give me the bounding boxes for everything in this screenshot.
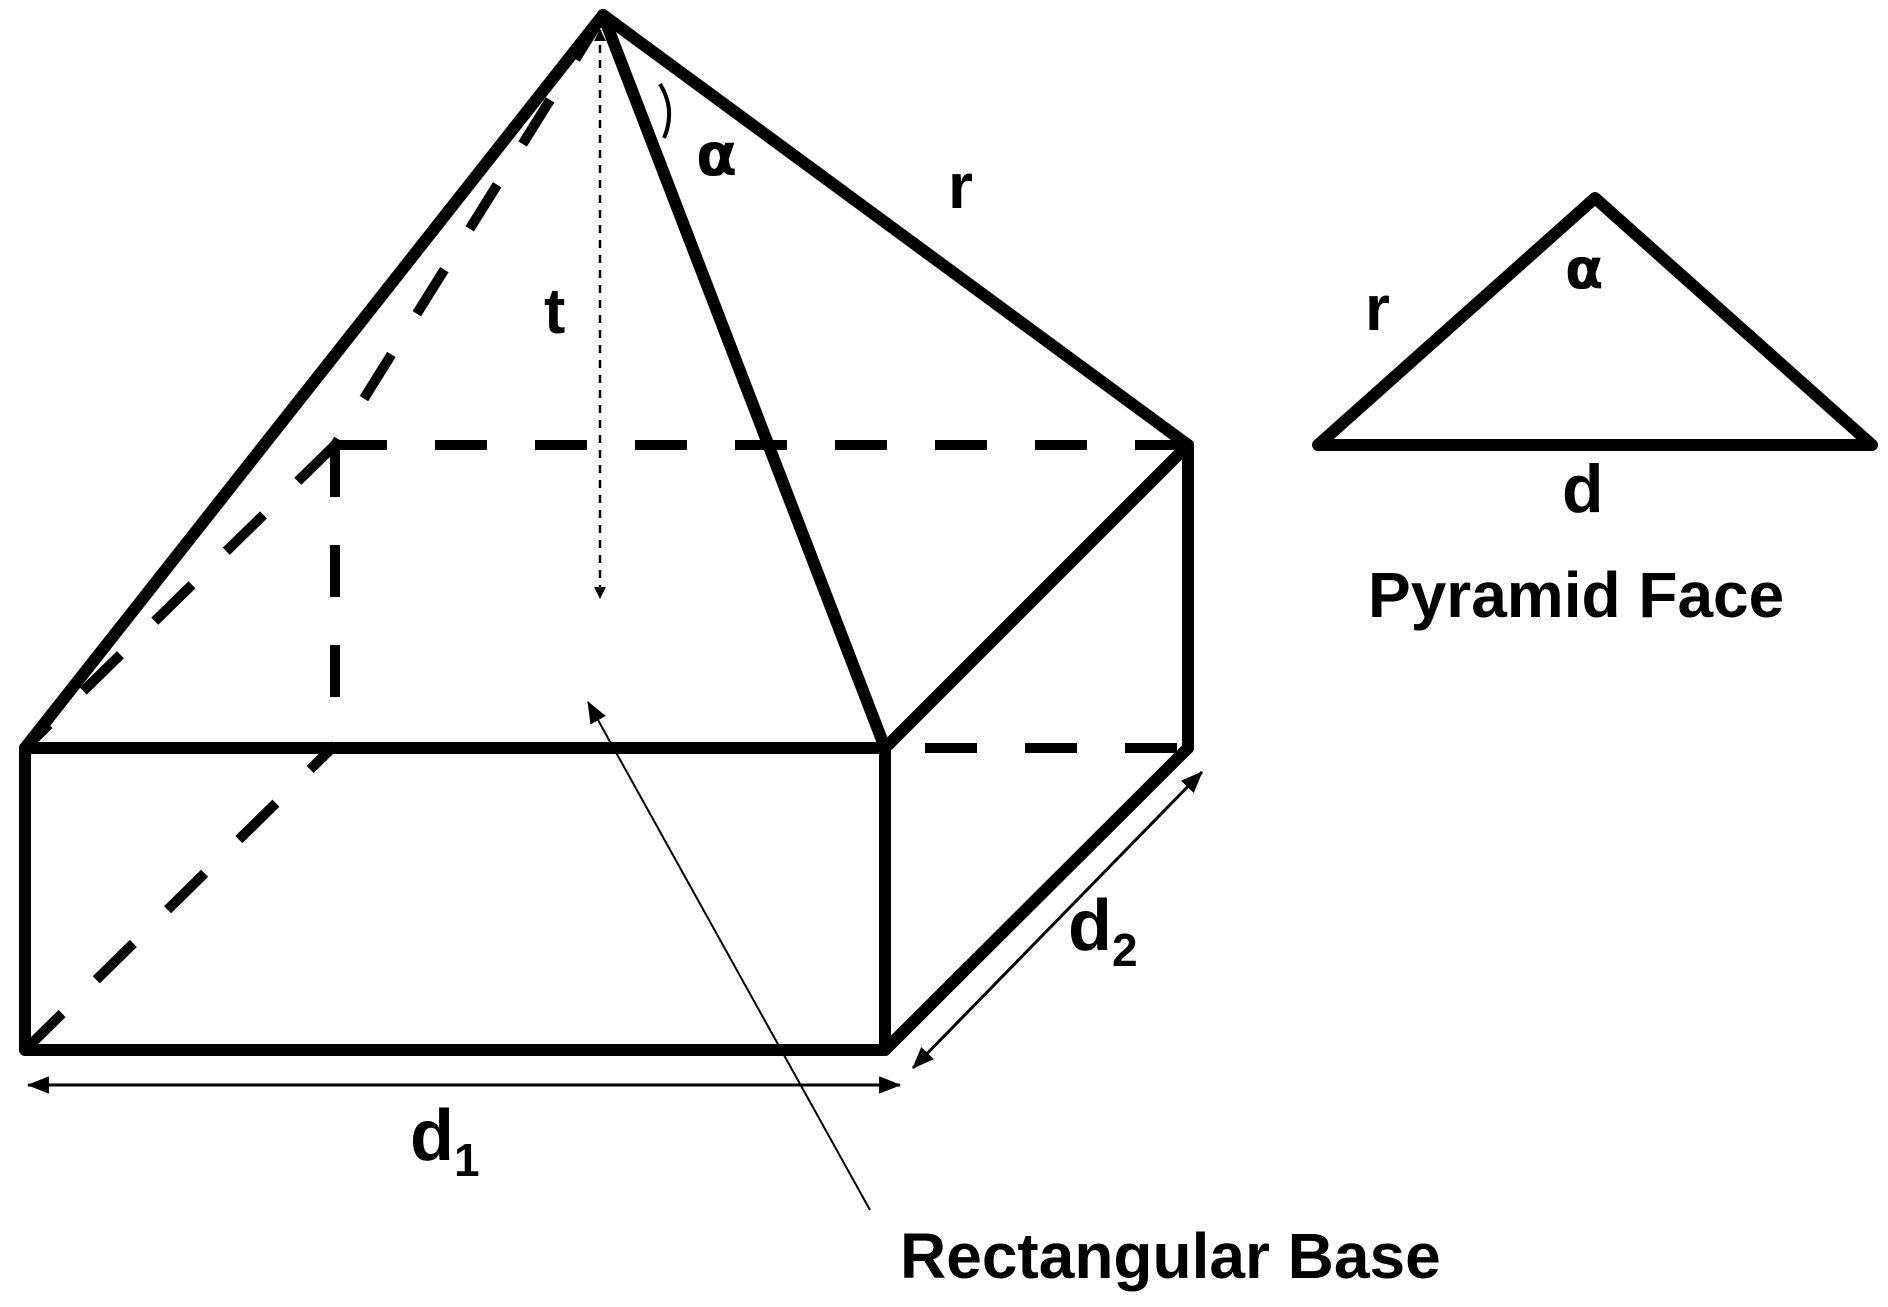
face-d-label: d [1562,451,1604,527]
pyramid-face-diagram: r α d Pyramid Face [1312,192,1878,631]
pyramid-face-triangle [1312,192,1878,451]
apex-to-front-left-edge [19,9,609,754]
face-r-label: r [1365,272,1390,344]
d1-label: d1 [410,1096,480,1186]
d2-label: d2 [1068,886,1138,976]
t-label: t [544,275,565,347]
visible-edges [19,9,1194,1056]
apex-angle-arc [658,82,672,139]
hidden-edges [21,12,1185,1054]
rectangular-base-leader-line [587,701,871,1211]
pyramid-face-caption: Pyramid Face [1368,559,1784,631]
hidden-apex-to-back-corner-edge [330,12,608,448]
alpha-label: α [696,120,737,190]
face-alpha-label: α [1565,237,1603,302]
hidden-back-corner-to-front-corner-edge [21,441,339,752]
rectangular-base-caption: Rectangular Base [900,1220,1441,1292]
apex-to-front-right-edge [597,9,891,754]
r-label: r [948,150,973,222]
hidden-base-diagonal-edge [21,741,339,1054]
d2-dimension-arrow [911,770,1204,1070]
right-top-depth-edge [879,439,1194,754]
apex-to-back-right-edge [597,9,1194,451]
right-bottom-depth-edge [879,742,1194,1056]
front-face [19,742,891,1056]
